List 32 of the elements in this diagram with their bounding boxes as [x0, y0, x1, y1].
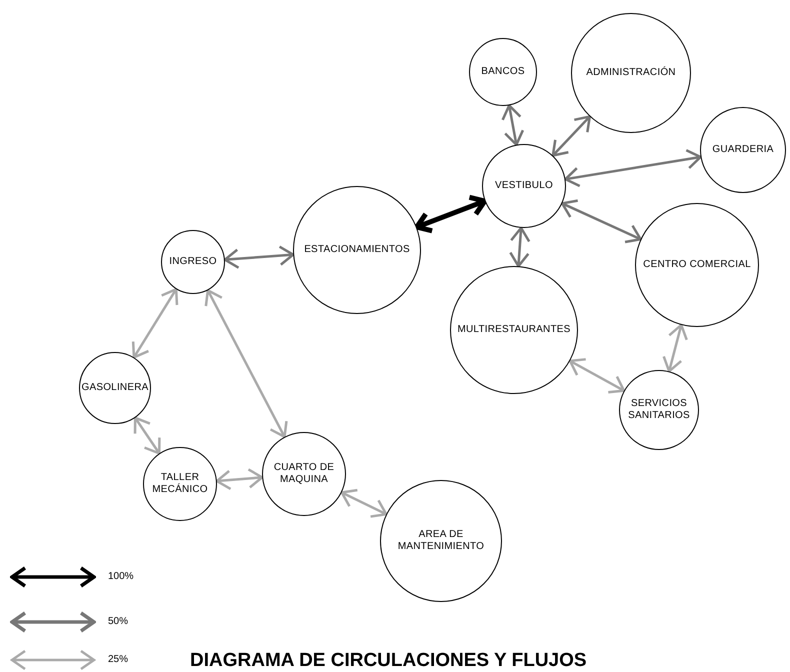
legend-label: 100%: [108, 571, 134, 582]
double-arrow: [216, 468, 264, 490]
space-label: CUARTO DE MAQUINA: [272, 462, 336, 486]
double-arrow: [568, 358, 626, 394]
space-label: CENTRO COMERCIAL: [643, 258, 751, 272]
space-label: ESTACIONAMIENTOS: [304, 244, 410, 256]
legend-label: 25%: [108, 654, 128, 665]
space-label: INGRESO: [169, 256, 217, 268]
space-label: AREA DE MANTENIMIENTO: [396, 528, 486, 554]
space-label: TALLER MECÁNICO: [151, 472, 209, 496]
double-arrow: [509, 226, 530, 268]
space-label: VESTIBULO: [495, 180, 553, 192]
space-label: GUARDERIA: [712, 144, 774, 156]
space-label: MULTIRESTAURANTES: [457, 324, 571, 336]
double-arrow: [552, 115, 591, 157]
double-arrow: [204, 289, 288, 438]
double-arrow: [662, 324, 688, 373]
double-arrow: [564, 148, 702, 188]
double-arrow: [340, 488, 388, 518]
double-arrow: [560, 199, 642, 244]
double-arrow: [132, 288, 178, 359]
diagram-title: DIAGRAMA DE CIRCULACIONES Y FLUJOS: [190, 650, 587, 672]
space-label: BANCOS: [481, 66, 525, 78]
legend-label: 50%: [108, 616, 128, 627]
double-arrow: [134, 416, 161, 455]
space-label: ADMINISTRACIÓN: [586, 66, 676, 80]
space-label: GASOLINERA: [81, 382, 149, 394]
space-circle: [79, 352, 151, 424]
double-arrow: [224, 245, 294, 269]
double-arrow: [414, 194, 488, 234]
space-label: SERVICIOS SANITARIOS: [627, 398, 691, 422]
double-arrow: [501, 104, 524, 146]
